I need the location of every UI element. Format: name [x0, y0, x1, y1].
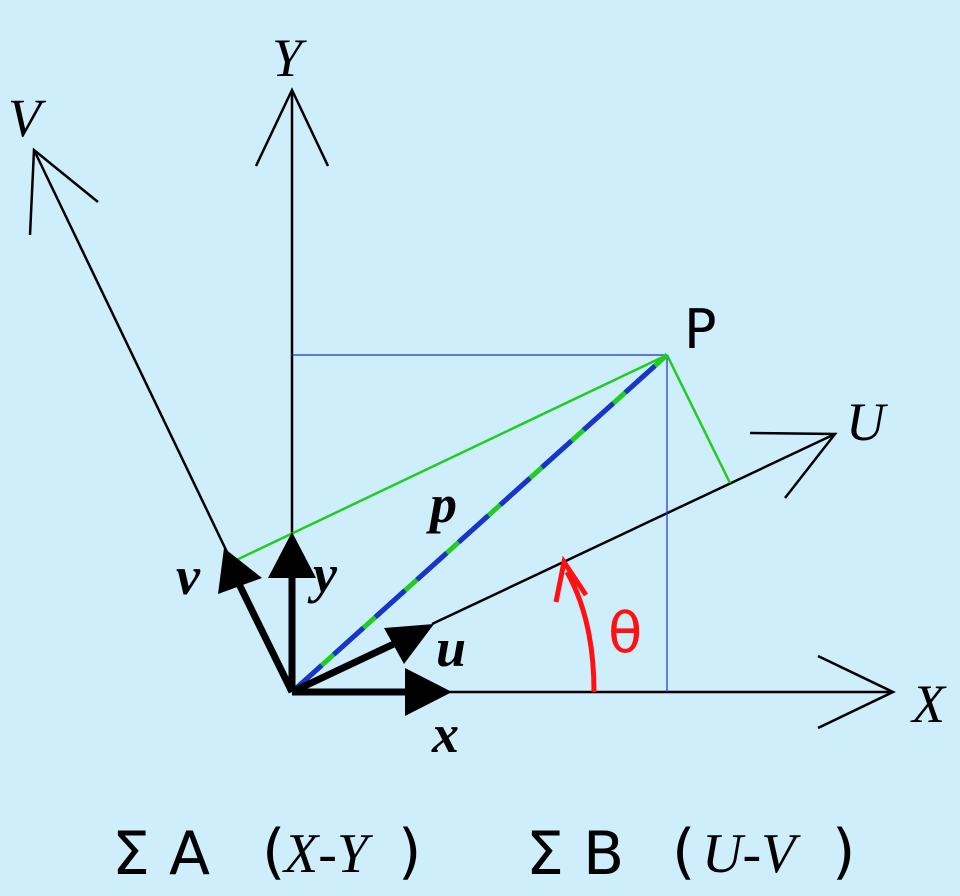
axis-label-v: V: [8, 88, 47, 148]
caption-system-a-paren-close: ): [398, 817, 421, 887]
axis-label-u: U: [846, 392, 888, 452]
vector-label-v: v: [176, 546, 201, 606]
caption-system-b-symbol: Σ B: [526, 819, 624, 889]
u-axis: [431, 431, 838, 626]
vector-label-y: y: [307, 544, 338, 604]
caption-system-b: Σ B ( U-V ): [526, 817, 855, 889]
axis-label-x: X: [910, 674, 947, 734]
projection-lines-uv: [229, 353, 732, 565]
caption-system-b-axes: U-V: [702, 823, 801, 885]
caption-system-b-paren-close: ): [832, 817, 855, 887]
vector-label-p: p: [426, 474, 457, 534]
point-label-p: P: [684, 298, 717, 361]
unit-vector-x: [292, 668, 452, 716]
angle-label-theta: θ: [608, 601, 642, 666]
unit-vector-v: [218, 548, 296, 694]
vector-label-x: x: [431, 704, 459, 764]
vector-label-u: u: [436, 618, 466, 678]
caption-system-a-axes: X-Y: [282, 823, 374, 885]
v-axis: [28, 147, 229, 553]
unit-vector-u: [290, 624, 434, 696]
caption-system-a-symbol: Σ A: [112, 819, 210, 889]
projection-lines-xy: [292, 354, 668, 692]
caption-system-a-paren-open: (: [262, 817, 285, 887]
caption-system-a: Σ A ( X-Y ): [112, 817, 421, 889]
unit-vector-y: [268, 532, 316, 692]
axis-label-y: Y: [272, 28, 307, 88]
caption-system-b-paren-open: (: [672, 817, 695, 887]
angle-arc: [553, 555, 597, 693]
vector-p: [290, 353, 669, 694]
